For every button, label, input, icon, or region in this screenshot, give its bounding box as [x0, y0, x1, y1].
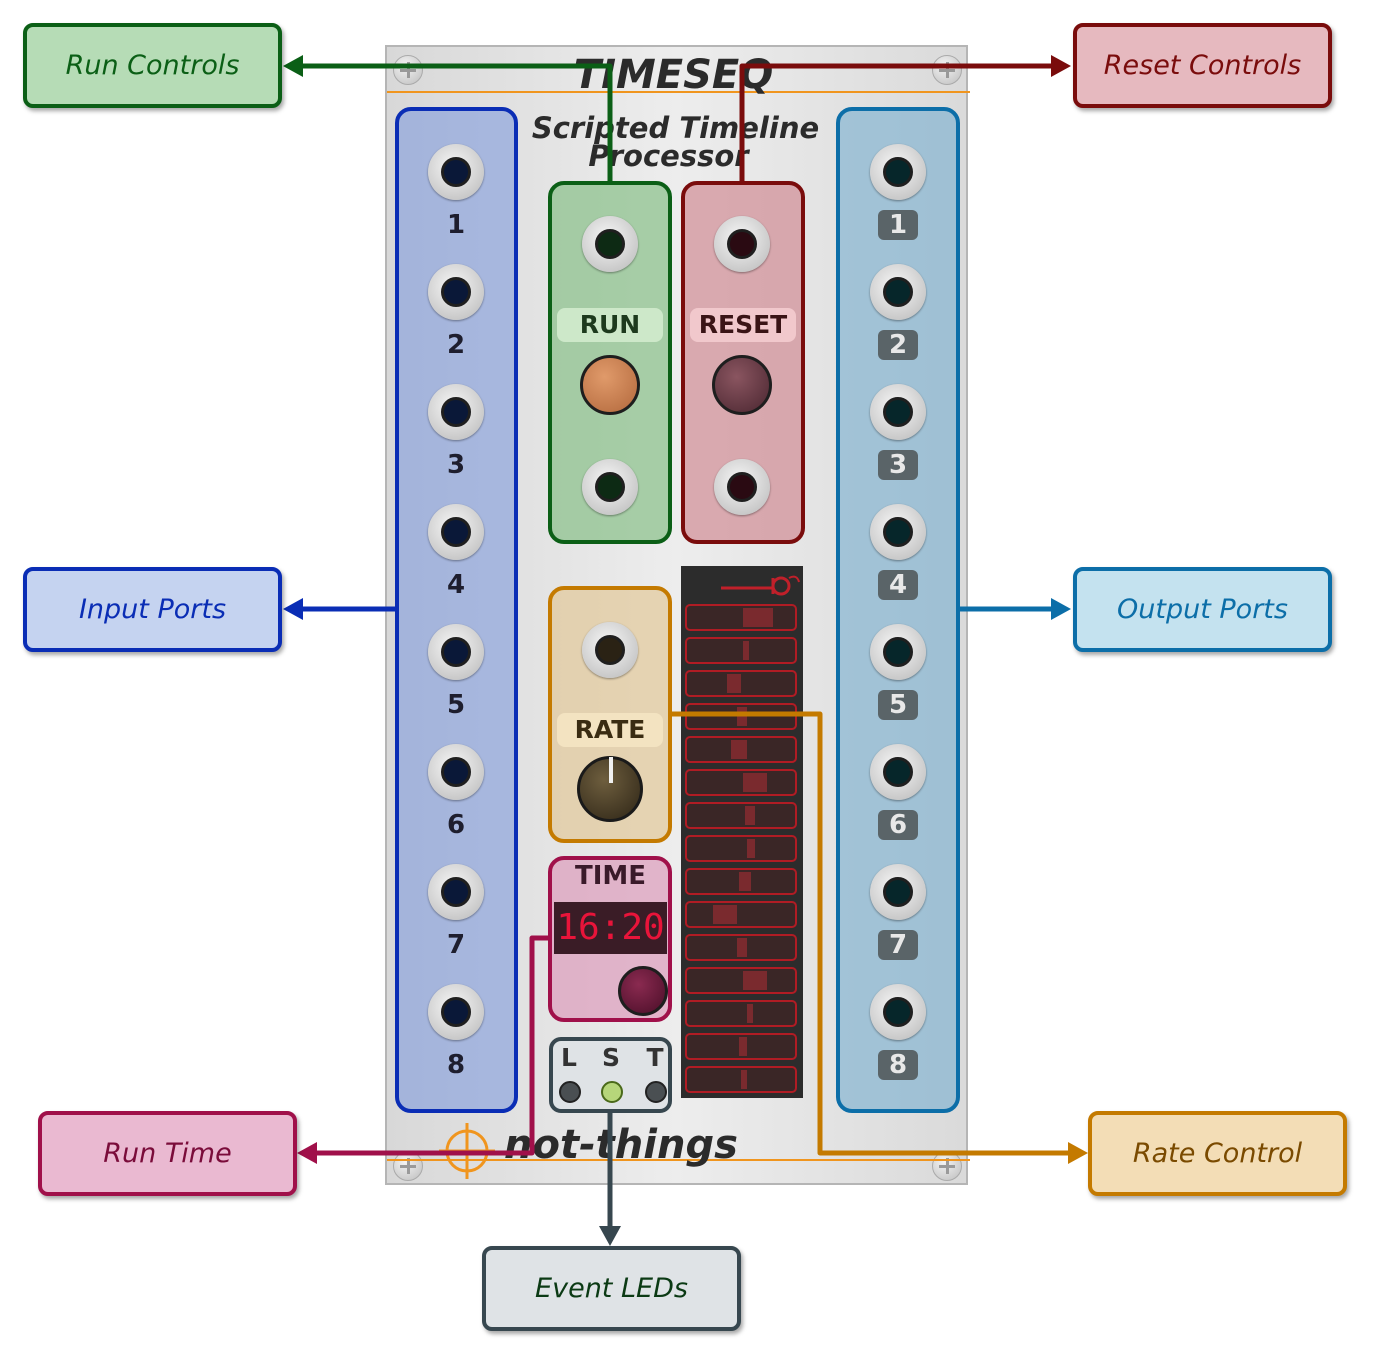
brand-name: not-things: [504, 1122, 738, 1168]
output-ports-arrowhead: [1051, 598, 1071, 620]
sequence-slot: [685, 604, 797, 631]
sequence-slot: [685, 1033, 797, 1060]
connector-glyph-icon: [721, 575, 800, 596]
knob-indicator-icon: [609, 757, 613, 783]
output-port-number: 6: [878, 810, 918, 840]
output-port-number: 8: [878, 1050, 918, 1080]
rate-control-callout: Rate Control: [1088, 1111, 1347, 1196]
input-port-jack[interactable]: [416, 252, 496, 332]
run-time-callout: Run Time: [38, 1111, 297, 1196]
brand-logo-icon: [439, 1123, 495, 1179]
sequence-slot: [685, 934, 797, 961]
module-title: TIMESEQ: [573, 52, 774, 98]
led-label-t: T: [646, 1043, 664, 1072]
input-ports-callout: Input Ports: [23, 567, 282, 652]
output-port-jack[interactable]: [858, 612, 938, 692]
input-port-number: 6: [446, 810, 466, 840]
output-port-number: 7: [878, 930, 918, 960]
sequence-slot: [685, 1000, 797, 1027]
time-reset-button[interactable]: [618, 966, 668, 1016]
input-port-jack[interactable]: [416, 492, 496, 572]
rate-label: RATE: [557, 713, 663, 747]
led-label-l: L: [561, 1043, 577, 1072]
screw-icon: [932, 1151, 962, 1181]
time-readout: 16:20: [554, 902, 667, 954]
event-leds-callout: Event LEDs: [482, 1246, 741, 1331]
module-subtitle-line2: Processor: [588, 139, 749, 173]
output-port-jack[interactable]: [858, 852, 938, 932]
time-display-panel: TIME 16:20: [549, 857, 672, 1022]
run-time-arrowhead: [297, 1142, 317, 1164]
output-port-number: 5: [878, 690, 918, 720]
header-accent-line: [387, 91, 970, 93]
sequence-slot: [685, 868, 797, 895]
input-ports-arrowhead: [283, 598, 303, 620]
sequence-slot: [685, 670, 797, 697]
sequence-slot: [685, 802, 797, 829]
led-label-s: S: [601, 1043, 620, 1072]
rate-input-jack[interactable]: [570, 610, 650, 690]
sequence-slot: [685, 703, 797, 730]
sequence-slot: [685, 637, 797, 664]
run-label: RUN: [557, 308, 663, 342]
reset-controls-callout: Reset Controls: [1073, 23, 1332, 108]
output-port-jack[interactable]: [858, 372, 938, 452]
run-controls-arrowhead: [283, 55, 303, 77]
screw-icon: [393, 1151, 423, 1181]
output-port-number: 2: [878, 330, 918, 360]
output-ports-callout: Output Ports: [1073, 567, 1332, 652]
input-port-jack[interactable]: [416, 612, 496, 692]
input-port-number: 3: [446, 450, 466, 480]
input-port-number: 5: [446, 690, 466, 720]
reset-input-jack[interactable]: [702, 204, 782, 284]
sequence-slot: [685, 769, 797, 796]
output-port-jack[interactable]: [858, 252, 938, 332]
rate-knob[interactable]: [577, 756, 643, 822]
output-port-number: 4: [878, 570, 918, 600]
reset-label: RESET: [690, 308, 796, 342]
reset-controls-arrowhead: [1051, 55, 1071, 77]
event-leds-panel: L S T: [549, 1037, 672, 1113]
sequence-slot: [685, 1066, 797, 1093]
run-input-jack[interactable]: [570, 204, 650, 284]
output-port-jack[interactable]: [858, 732, 938, 812]
sequence-slot: [685, 835, 797, 862]
led-s-indicator: [601, 1081, 623, 1103]
output-port-number: 3: [878, 450, 918, 480]
reset-output-jack[interactable]: [702, 447, 782, 527]
sequence-display: [681, 566, 803, 1098]
rate-control-arrowhead: [1068, 1142, 1088, 1164]
output-port-jack[interactable]: [858, 972, 938, 1052]
run-controls-callout: Run Controls: [23, 23, 282, 108]
input-port-number: 7: [446, 930, 466, 960]
input-port-number: 8: [446, 1050, 466, 1080]
input-port-number: 1: [446, 210, 466, 240]
time-label: TIME: [574, 861, 647, 891]
input-port-jack[interactable]: [416, 972, 496, 1052]
output-port-jack[interactable]: [858, 132, 938, 212]
reset-button[interactable]: [712, 355, 772, 415]
sequence-slot: [685, 736, 797, 763]
output-port-jack[interactable]: [858, 492, 938, 572]
input-port-jack[interactable]: [416, 372, 496, 452]
output-port-number: 1: [878, 210, 918, 240]
led-t-indicator: [645, 1081, 667, 1103]
input-port-jack[interactable]: [416, 852, 496, 932]
led-l-indicator: [559, 1081, 581, 1103]
input-port-number: 2: [446, 330, 466, 360]
input-port-number: 4: [446, 570, 466, 600]
sequence-slot: [685, 901, 797, 928]
event-leds-arrowhead: [599, 1226, 621, 1246]
footer-accent-line: [387, 1159, 970, 1161]
run-output-jack[interactable]: [570, 447, 650, 527]
run-button[interactable]: [580, 355, 640, 415]
input-port-jack[interactable]: [416, 132, 496, 212]
sequence-slot: [685, 967, 797, 994]
input-port-jack[interactable]: [416, 732, 496, 812]
